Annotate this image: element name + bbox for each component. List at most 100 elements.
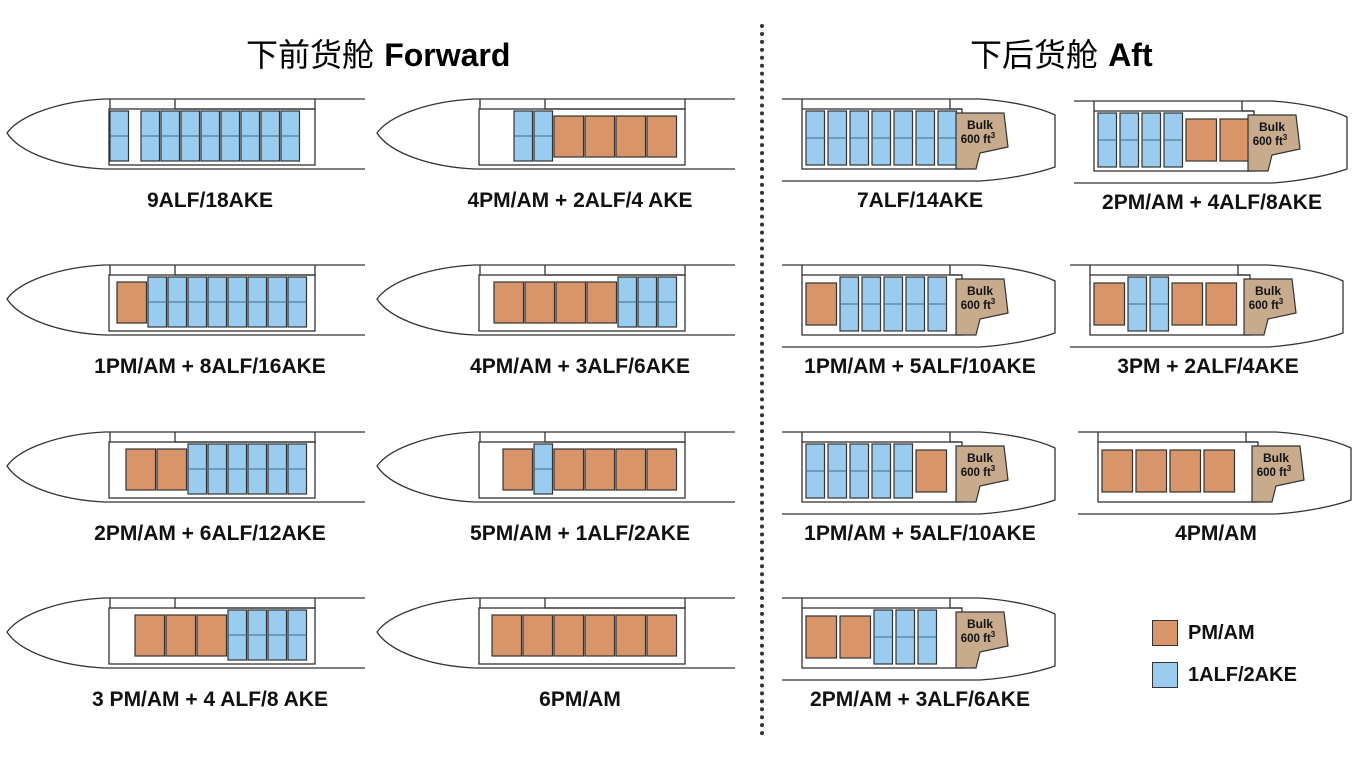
- pm-container: [915, 449, 948, 493]
- bulk-volume: 600 ft3: [961, 131, 996, 146]
- pm-container: [646, 448, 678, 491]
- bulk-volume: 600 ft3: [961, 297, 996, 312]
- pm-container: [615, 614, 647, 657]
- pm-container: [156, 448, 188, 491]
- forward-hold-drawing: [6, 264, 365, 336]
- bulk-volume-unit: 3: [1283, 133, 1288, 142]
- forward-hold-drawing: [376, 431, 735, 503]
- bulk-volume-unit: 3: [991, 464, 996, 473]
- legend-swatch-pm: [1152, 620, 1178, 646]
- pm-container: [524, 281, 556, 324]
- pm-container: [805, 282, 838, 326]
- legend-item-alf: 1ALF/2AKE: [1152, 662, 1332, 692]
- pm-container: [196, 614, 228, 657]
- bulk-label: Bulk: [967, 118, 993, 132]
- bulk-volume-unit: 3: [991, 297, 996, 306]
- config-label: 2PM/AM + 6ALF/12AKE: [94, 522, 326, 545]
- pm-container: [646, 115, 678, 158]
- bulk-compartment: [1243, 278, 1297, 336]
- legend-label-pm: PM/AM: [1188, 622, 1255, 644]
- forward-hold-drawing: [6, 98, 365, 170]
- bulk-compartment: [955, 112, 1009, 170]
- aft-title-chinese: 下后货舱: [970, 36, 1099, 74]
- config-label: 2PM/AM + 4ALF/8AKE: [1102, 191, 1322, 214]
- config-label: 4PM/AM: [1175, 522, 1257, 545]
- legend-label-alf: 1ALF/2AKE: [1188, 664, 1297, 686]
- cargo-hold-frame: [478, 441, 686, 499]
- bulk-compartment: [955, 278, 1009, 336]
- pm-container: [615, 448, 647, 491]
- forward-hold-drawing: [6, 597, 365, 669]
- pm-container: [522, 614, 554, 657]
- pm-container: [553, 448, 585, 491]
- bulk-volume: 600 ft3: [1253, 133, 1288, 148]
- config-label: 9ALF/18AKE: [146, 189, 274, 212]
- pm-container: [615, 115, 647, 158]
- config-label: 4PM/AM + 2ALF/4 AKE: [467, 189, 693, 212]
- bulk-label: Bulk: [1263, 451, 1289, 465]
- config-label: 4PM/AM + 3ALF/6AKE: [470, 355, 690, 378]
- cargo-hold-frame: [478, 108, 686, 166]
- bulk-compartment: [1251, 445, 1305, 503]
- cargo-hold-frame: [108, 274, 316, 332]
- bulk-volume: 600 ft3: [961, 464, 996, 479]
- cargo-hold-frame: [478, 274, 686, 332]
- config-label: 1PM/AM + 8ALF/16AKE: [94, 355, 326, 378]
- pm-container: [553, 614, 585, 657]
- pm-container: [555, 281, 587, 324]
- bulk-compartment: [1247, 114, 1301, 172]
- bulk-volume-unit: 3: [1279, 297, 1284, 306]
- config-label: 2PM/AM + 3ALF/6AKE: [810, 688, 1030, 711]
- pm-container: [586, 281, 618, 324]
- config-label: 3 PM/AM + 4 ALF/8 AKE: [92, 688, 328, 711]
- pm-container: [839, 615, 872, 659]
- cargo-hold-frame: [108, 607, 316, 665]
- pm-container: [116, 281, 148, 324]
- bulk-volume-unit: 3: [1287, 464, 1292, 473]
- bulk-label: Bulk: [1255, 284, 1281, 298]
- aft-hold-title: 下后货舱 Aft: [970, 30, 1153, 76]
- pm-container: [1135, 449, 1168, 493]
- bulk-volume-unit: 3: [991, 131, 996, 140]
- legend-swatch-alf: [1152, 662, 1178, 688]
- bulk-compartment: [955, 445, 1009, 503]
- config-label: 1PM/AM + 5ALF/10AKE: [804, 355, 1036, 378]
- bulk-volume-unit: 3: [991, 630, 996, 639]
- forward-title-chinese: 下前货舱: [246, 36, 375, 74]
- cargo-hold-frame: [108, 441, 316, 499]
- bulk-volume: 600 ft3: [1249, 297, 1284, 312]
- cargo-hold-frame: [478, 607, 686, 665]
- pm-container: [493, 281, 525, 324]
- forward-hold-drawing: [376, 98, 735, 170]
- bulk-label: Bulk: [1259, 120, 1285, 134]
- pm-container: [502, 448, 534, 491]
- config-label: 6PM/AM: [539, 688, 621, 711]
- pm-container: [134, 614, 166, 657]
- forward-hold-drawing: [6, 431, 365, 503]
- pm-container: [584, 115, 616, 158]
- config-label: 7ALF/14AKE: [856, 189, 984, 212]
- bulk-volume: 600 ft3: [961, 630, 996, 645]
- config-label: 1PM/AM + 5ALF/10AKE: [804, 522, 1036, 545]
- pm-container: [1093, 282, 1126, 326]
- bulk-label: Bulk: [967, 617, 993, 631]
- config-label: 3PM + 2ALF/4AKE: [1117, 355, 1299, 378]
- pm-container: [646, 614, 678, 657]
- pm-container: [1101, 449, 1134, 493]
- forward-hold-drawing: [376, 264, 735, 336]
- bulk-compartment: [955, 611, 1009, 669]
- pm-container: [1205, 282, 1238, 326]
- pm-container: [165, 614, 197, 657]
- pm-container: [491, 614, 523, 657]
- pm-container: [125, 448, 157, 491]
- bulk-volume: 600 ft3: [1257, 464, 1292, 479]
- pm-container: [1203, 449, 1236, 493]
- pm-container: [584, 614, 616, 657]
